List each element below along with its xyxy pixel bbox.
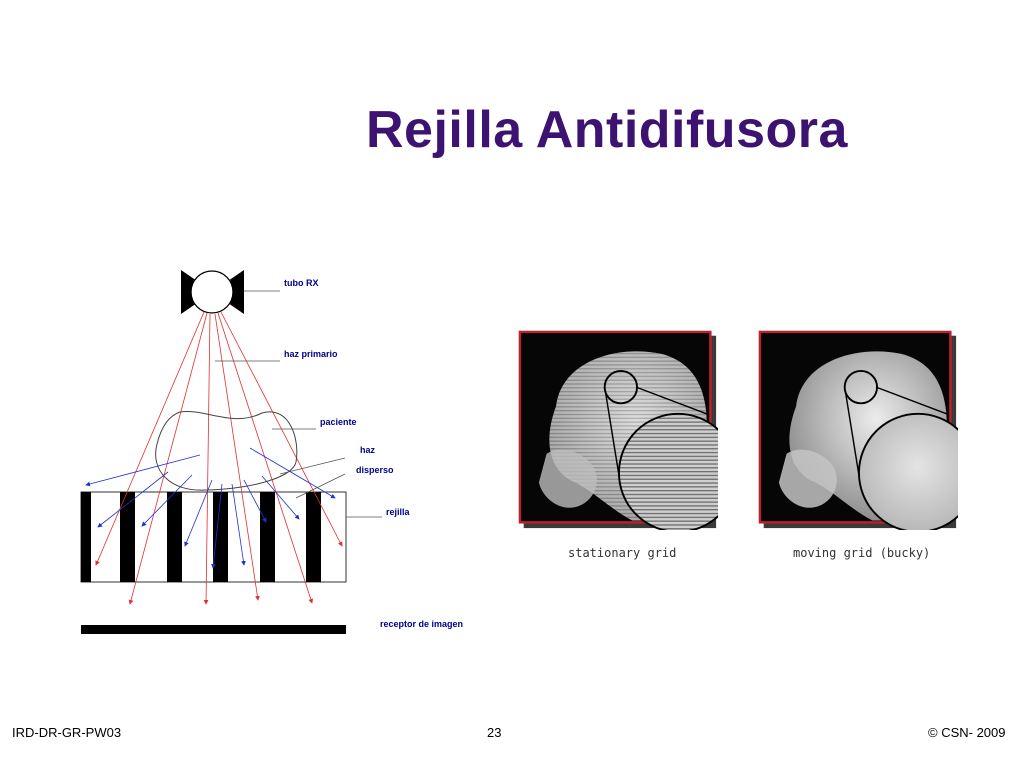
footer-document-code: IRD-DR-GR-PW03 bbox=[12, 725, 122, 740]
scatter-rays bbox=[85, 447, 336, 569]
moving-grid-xray-image bbox=[758, 330, 958, 530]
label-scatter-1: haz bbox=[360, 445, 376, 455]
patient-outline bbox=[155, 410, 298, 491]
antiscatter-grid-diagram: tubo RX haz primario paciente haz disper… bbox=[80, 270, 463, 634]
label-patient: paciente bbox=[320, 417, 357, 427]
footer-copyright: © CSN- 2009 bbox=[928, 725, 1006, 740]
footer-page-number: 23 bbox=[487, 725, 502, 740]
slide-title: Rejilla Antidifusora bbox=[366, 101, 848, 159]
grid-strips bbox=[80, 491, 347, 583]
xray-tube-icon bbox=[181, 270, 244, 314]
leader-lines bbox=[215, 290, 382, 518]
stationary-grid-caption: stationary grid bbox=[568, 546, 677, 560]
label-tube: tubo RX bbox=[284, 278, 319, 288]
label-grid: rejilla bbox=[386, 507, 411, 517]
image-receptor bbox=[81, 625, 346, 634]
stationary-grid-xray-image bbox=[518, 330, 718, 530]
label-primary-beam: haz primario bbox=[284, 349, 338, 359]
moving-grid-caption: moving grid (bucky) bbox=[793, 546, 931, 560]
label-receptor: receptor de imagen bbox=[380, 619, 463, 629]
label-scatter-2: disperso bbox=[356, 465, 394, 475]
